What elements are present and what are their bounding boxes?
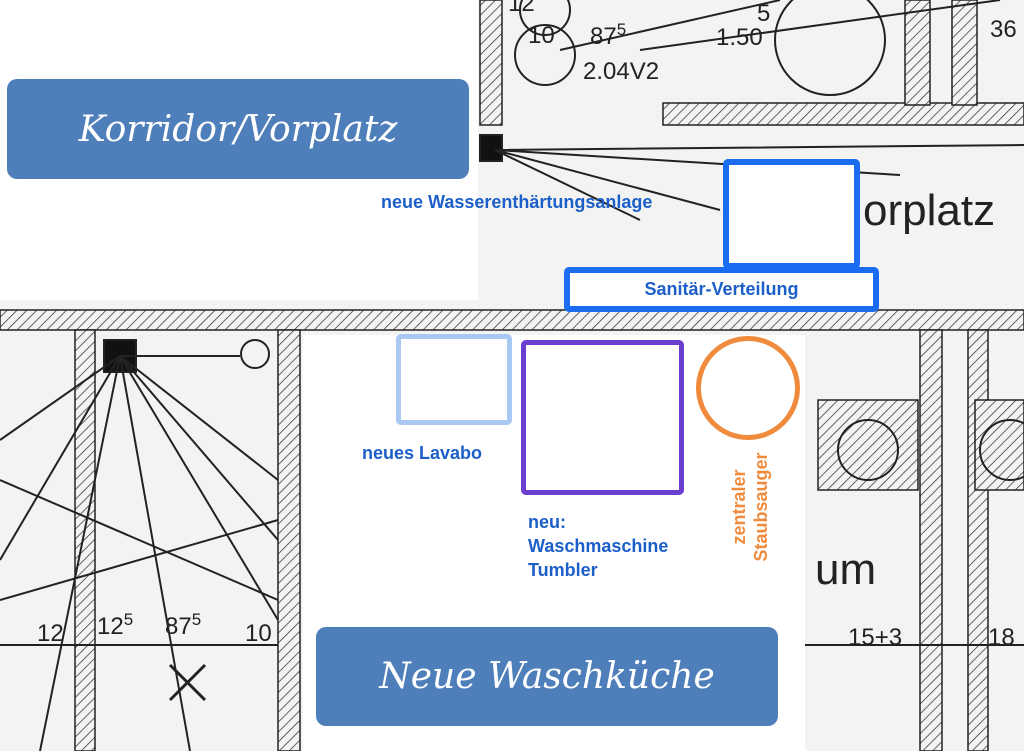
plan-dim-top-204: 2.04V2 <box>583 58 660 85</box>
washer-label-line3: Tumbler <box>528 560 598 580</box>
plan-dim-bot-153: 15+3 <box>848 624 903 651</box>
water-softener-box <box>723 159 860 269</box>
water-softener-label: neue Wasserenthärtungsanlage <box>381 192 653 212</box>
vacuum-label-line1: zentraler <box>729 469 749 545</box>
plan-dim-bot-12: 12 <box>37 620 64 647</box>
plan-room-vorplatz: orplatz <box>863 186 996 235</box>
plan-dim-top-150: 1.50 <box>716 24 763 51</box>
washer-label: neu: Waschmaschine Tumbler <box>528 510 668 582</box>
plan-dim-top-87: 875 <box>590 20 627 50</box>
plan-dim-bot-10: 10 <box>245 620 272 647</box>
washer-dryer-box <box>521 340 684 495</box>
title-corridor: Korridor/Vorplatz <box>7 79 469 179</box>
plan-room-um: um <box>815 545 877 594</box>
plan-dim-top-36: 36 <box>990 16 1017 43</box>
plan-dim-bot-875: 875 <box>165 610 202 640</box>
plan-dim-top-12: 12 <box>508 0 535 17</box>
sanitary-distribution-box: Sanitär-Verteilung <box>564 267 879 312</box>
plan-dim-top-10: 10 <box>528 22 555 49</box>
sanitary-distribution-label: Sanitär-Verteilung <box>644 279 799 299</box>
central-vacuum-circle <box>696 336 800 440</box>
vacuum-label-line2: Staubsauger <box>751 452 771 562</box>
central-vacuum-label: zentraler Staubsauger <box>728 437 772 577</box>
plan-dim-bot-18: 18 <box>988 624 1015 651</box>
sink-label: neues Lavabo <box>362 443 483 463</box>
plan-dim-top-5: 5 <box>757 0 771 27</box>
sink-box <box>396 334 512 425</box>
title-laundry: Neue Waschküche <box>316 627 778 726</box>
washer-label-line2: Waschmaschine <box>528 536 669 556</box>
washer-label-line1: neu: <box>528 512 566 532</box>
plan-dim-bot-125: 125 <box>97 610 134 640</box>
